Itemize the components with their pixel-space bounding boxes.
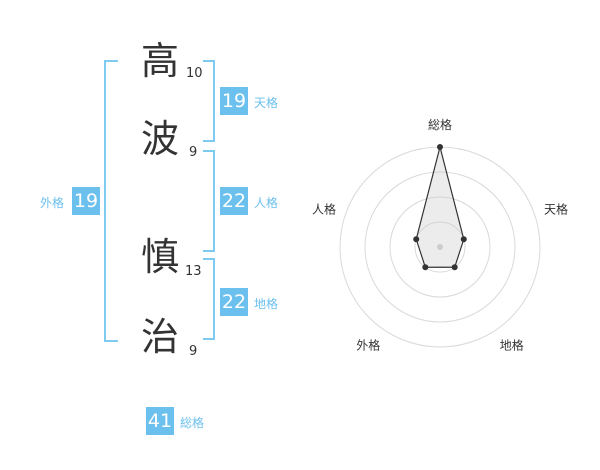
stroke-count-2: 9: [189, 145, 198, 160]
radar-point-3: [422, 264, 429, 271]
chikaku-bracket: [203, 258, 215, 340]
radar-point-0: [437, 144, 443, 150]
radar-axis-label-4: 人格: [312, 201, 336, 216]
name-char-1: 高: [140, 39, 179, 83]
soukaku-label: 総格: [180, 416, 205, 430]
soukaku-score-badge: 41: [146, 407, 174, 435]
tenkaku-score-badge: 19: [220, 87, 248, 115]
radar-ring-3: [364, 171, 516, 323]
radar-center-dot: [437, 244, 443, 250]
radar-axis-label-1: 天格: [544, 201, 568, 216]
gaikaku-label: 外格: [40, 196, 65, 210]
radar-ring-2: [389, 196, 491, 298]
stroke-count-3: 13: [185, 264, 202, 279]
chikaku-label: 地格: [254, 297, 279, 311]
radar-point-4: [413, 236, 420, 243]
radar-ring-1: [414, 221, 466, 273]
chikaku-score-badge: 22: [220, 288, 248, 316]
radar-point-1: [460, 236, 467, 243]
name-char-2: 波: [140, 117, 179, 161]
stroke-count-1: 10: [186, 66, 203, 81]
stroke-count-4: 9: [189, 344, 198, 359]
jinkaku-label: 人格: [254, 196, 279, 210]
tenkaku-bracket: [203, 60, 215, 142]
radar-series-polygon: [415, 146, 465, 268]
radar-axis-label-0: 総格: [428, 117, 452, 132]
radar-axis-label-3: 外格: [356, 338, 380, 353]
name-char-3: 慎: [140, 235, 179, 279]
radar-polygon-group: [413, 144, 467, 271]
radar-point-2: [451, 264, 458, 271]
jinkaku-bracket: [203, 150, 215, 252]
gaikaku-score-badge: 19: [72, 187, 100, 215]
gaikaku-bracket: [104, 60, 118, 342]
name-char-4: 治: [140, 315, 179, 359]
jinkaku-score-badge: 22: [220, 187, 248, 215]
tenkaku-label: 天格: [254, 96, 279, 110]
radar-axis-label-2: 地格: [500, 338, 524, 353]
